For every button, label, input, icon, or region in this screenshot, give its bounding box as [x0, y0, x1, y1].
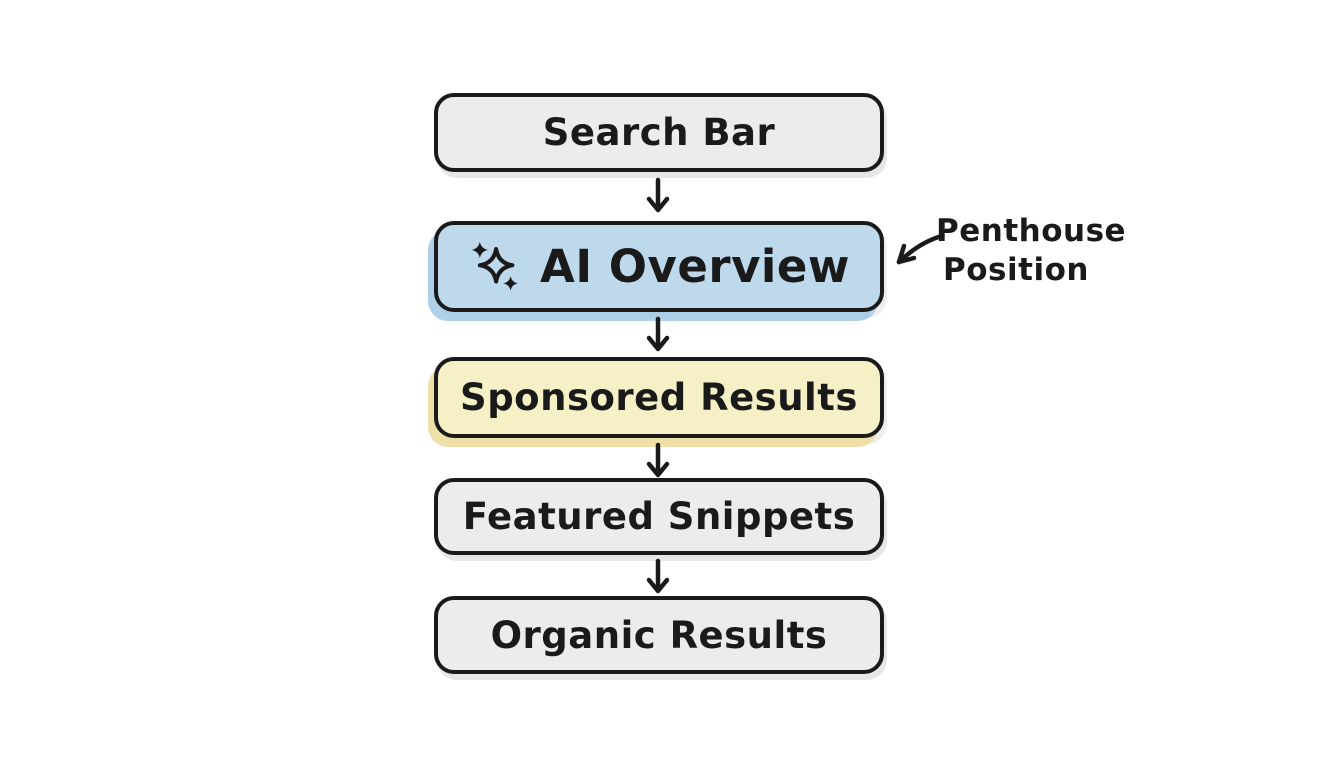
search-bar-label: Search Bar: [542, 111, 776, 154]
flow-box-ai-overview: AI Overview: [434, 221, 884, 312]
sponsored-results-label: Sponsored Results: [460, 376, 858, 419]
flow-box-organic-results: Organic Results: [434, 596, 884, 674]
flow-box-featured-snippets: Featured Snippets: [434, 478, 884, 555]
arrow-down-icon: [644, 442, 672, 480]
ai-overview-label: AI Overview: [540, 240, 850, 293]
arrow-down-icon: [644, 316, 672, 354]
annotation-arrow-icon: [890, 228, 948, 276]
annotation-line-1: Penthouse: [936, 213, 1127, 249]
organic-results-label: Organic Results: [490, 613, 828, 657]
annotation-penthouse-position: Penthouse Position: [936, 212, 1127, 290]
arrow-down-icon: [644, 177, 672, 215]
flow-box-sponsored-results: Sponsored Results: [434, 357, 884, 438]
featured-snippets-label: Featured Snippets: [462, 495, 856, 538]
sparkles-icon: [468, 240, 526, 296]
annotation-line-2: Position: [943, 252, 1089, 288]
flow-box-search-bar: Search Bar: [434, 93, 884, 172]
arrow-down-icon: [644, 558, 672, 596]
